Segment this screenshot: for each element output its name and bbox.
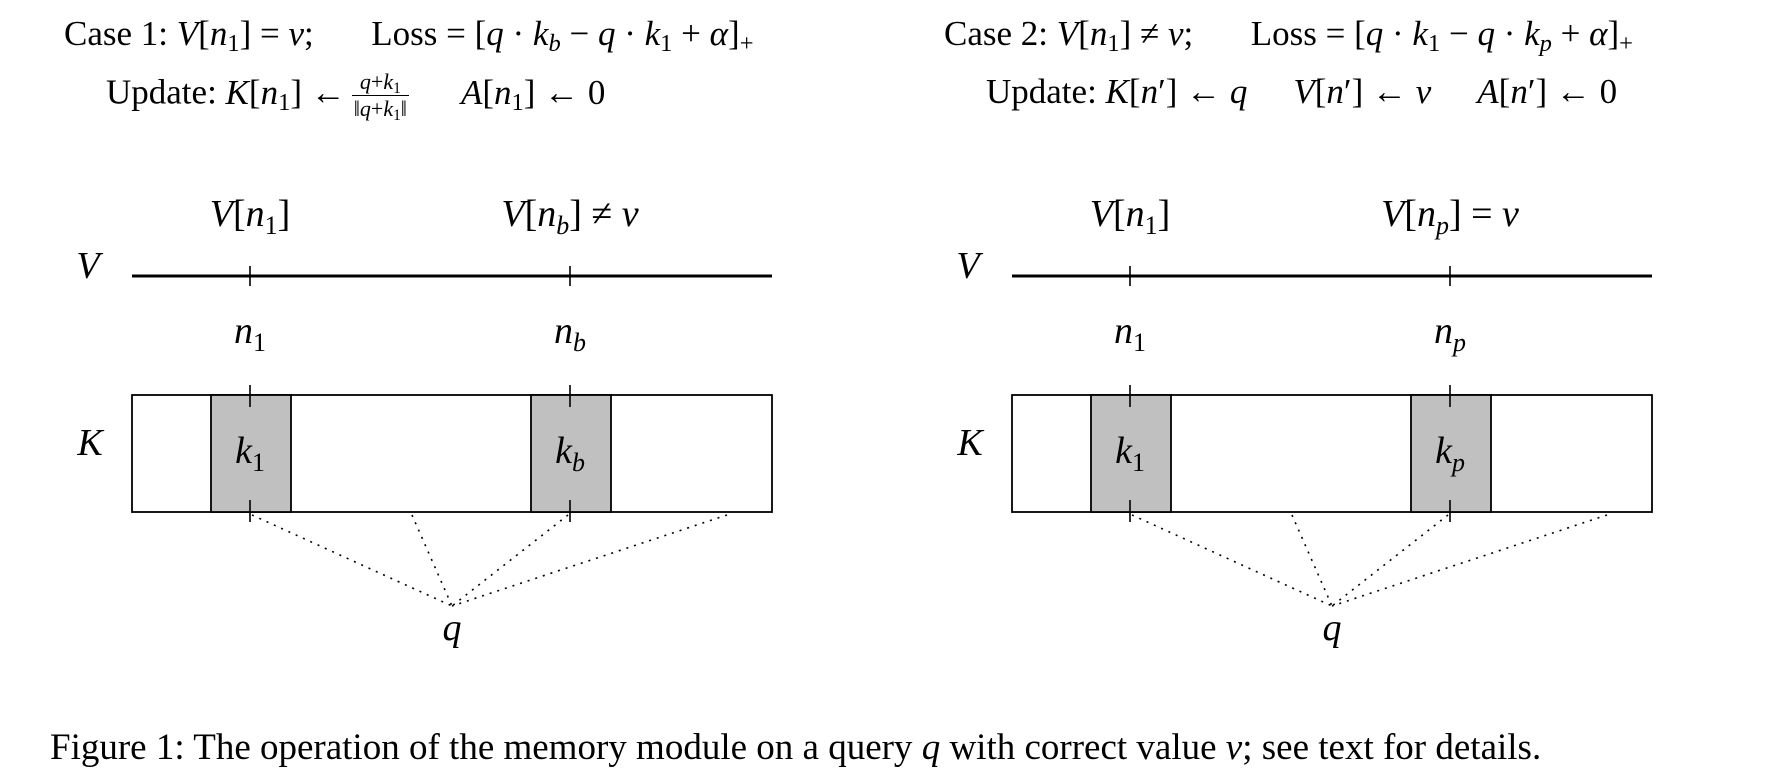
case2-loss-label: Loss = (1250, 14, 1355, 53)
case1-key-label-k1: k1 (235, 430, 265, 477)
case1-update-label: Update: (106, 72, 226, 112)
case1-update-fraction: q+k1‖q+k1‖ (351, 69, 409, 125)
case2-update-a: A[n′] ← 0 (1477, 72, 1618, 111)
case2-diagram: V[n1] V[np] = v V n1 np K k1 kp q (956, 193, 1653, 649)
case1-v-axis-label: V (76, 245, 103, 287)
case1-update: Update: K[n1] ←q+k1‖q+k1‖ A[n1] ← 0 (106, 69, 606, 125)
case1-key-label-kb: kb (555, 430, 585, 477)
case2-k-axis-label: K (956, 422, 984, 464)
caption-q: q (921, 727, 941, 768)
case2-top-label-np: V[np] = v (1381, 193, 1519, 240)
case2-v-axis-label: V (956, 245, 983, 287)
case1-loss-label: Loss = (371, 14, 475, 53)
case1-update-k: K[n1] ← (225, 72, 346, 116)
case1-key-cell-kb (530, 394, 612, 513)
case2-heading: Case 2: V[n1] ≠ v; Loss = [q · k1 − q · … (944, 14, 1633, 58)
case2-update-k: K[n′] ← q (1105, 72, 1248, 111)
case2-index-n1: n1 (1114, 310, 1146, 357)
case2-query-links (1131, 514, 1608, 607)
caption-v: v (1225, 727, 1243, 768)
figure-caption: Figure 1: The operation of the memory mo… (50, 726, 1541, 769)
case1-query-links (251, 514, 728, 607)
case1-update-a: A[n1] ← 0 (460, 72, 606, 116)
case2-key-label-kp: kp (1435, 430, 1465, 477)
case1-k-axis-label: K (76, 422, 104, 464)
case2-index-np: np (1434, 310, 1466, 357)
case1-query-label: q (443, 607, 462, 649)
case1-index-nb: nb (554, 310, 586, 357)
caption-middle: with correct value (940, 727, 1226, 768)
case1-loss-expr: [q · kb − q · k1 + α]+ (474, 14, 754, 58)
case2-panel: Case 2: V[n1] ≠ v; Loss = [q · k1 − q · … (880, 0, 1773, 700)
case2-loss-expr: [q · k1 − q · kp + α]+ (1354, 14, 1633, 58)
case2-key-label-k1: k1 (1115, 430, 1145, 477)
caption-suffix: ; see text for details. (1242, 727, 1542, 768)
case1-panel: Case 1: V[n1] = v; Loss = [q · kb − q · … (0, 0, 893, 700)
case2-key-cell-k1 (1090, 394, 1172, 513)
case2-heading-prefix: Case 2: (944, 14, 1057, 53)
case2-update-v: V[n′] ← v (1293, 72, 1432, 111)
case1-top-label-nb: V[nb] ≠ v (501, 193, 638, 240)
caption-prefix: Figure 1: The operation of the memory mo… (50, 727, 922, 768)
case1-key-cell-k1 (210, 394, 292, 513)
case1-diagram: V[n1] V[nb] ≠ v V n1 nb K k1 kb q (76, 193, 773, 649)
case2-query-label: q (1323, 607, 1342, 649)
case2-top-label-n1: V[n1] (1090, 193, 1171, 240)
case2-update-label: Update: (986, 72, 1106, 111)
case1-top-label-n1: V[n1] (210, 193, 291, 240)
case2-condition: V (1056, 14, 1079, 53)
case1-index-n1: n1 (234, 310, 266, 357)
case1-condition: V (176, 14, 199, 53)
case2-update: Update: K[n′] ← q V[n′] ← v A[n′] ← 0 (986, 72, 1617, 112)
case1-heading: Case 1: V[n1] = v; Loss = [q · kb − q · … (64, 14, 754, 58)
case1-heading-prefix: Case 1: (64, 14, 177, 53)
case2-key-cell-kp (1410, 394, 1492, 513)
